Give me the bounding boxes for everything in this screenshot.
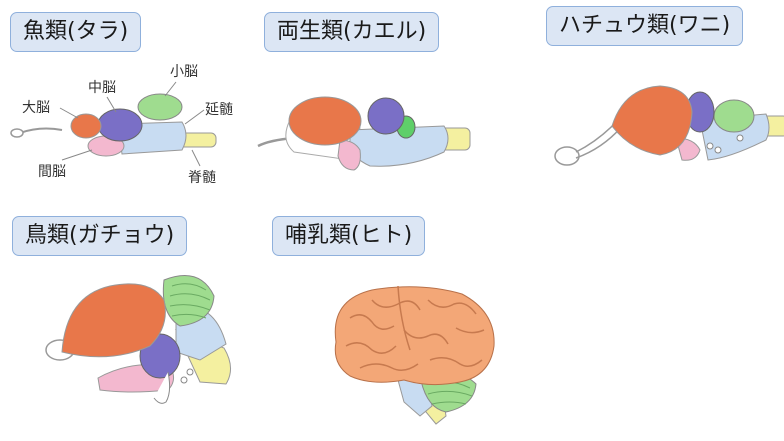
human-cerebrum-sulci <box>345 285 485 371</box>
label-spinal-cord: 脊髄 <box>188 170 216 186</box>
croc-cerebrum <box>611 85 693 156</box>
frog-midbrain <box>367 97 405 135</box>
goose-cerebellum <box>162 275 215 327</box>
amphibian-brain <box>257 96 471 171</box>
panel-title-mammal: 哺乳類(ヒト) <box>272 216 426 256</box>
leader-line-diencephalon <box>61 149 93 161</box>
goose-cerebrum <box>61 283 166 358</box>
label-diencephalon: 間脳 <box>38 164 66 180</box>
reptile-brain <box>554 85 784 166</box>
fish-cerebrum <box>70 113 102 139</box>
label-medulla: 延髄 <box>205 102 233 118</box>
panel-title-bird: 鳥類(ガチョウ) <box>12 216 188 256</box>
leader-line-midbrain <box>106 96 117 113</box>
panel-title-amphibian: 両生類(カエル) <box>264 12 440 52</box>
fish-brain: 大脳 中脳 小脳 延髄 間脳 脊髄 <box>10 64 233 186</box>
goose-cerebellum-folia <box>169 283 211 319</box>
goose-cranial-nerves <box>153 368 194 404</box>
label-cerebellum: 小脳 <box>170 64 198 80</box>
fish-cerebellum <box>137 93 183 121</box>
croc-cranial-nerves <box>706 134 744 154</box>
leader-line-cerebellum <box>164 81 177 97</box>
fish-olfactory-tract <box>19 127 63 134</box>
label-midbrain: 中脳 <box>88 80 116 96</box>
panel-title-reptile: ハチュウ類(ワニ) <box>546 6 744 46</box>
croc-olfactory-bulb <box>554 146 580 166</box>
label-cerebrum: 大脳 <box>22 100 50 116</box>
croc-cerebellum <box>713 99 755 133</box>
leader-line-spinal-cord <box>191 149 201 167</box>
mammal-brain <box>334 285 495 425</box>
frog-diencephalon <box>337 139 361 171</box>
human-cerebrum <box>334 286 495 386</box>
fish-midbrain <box>97 108 143 142</box>
frog-cerebrum <box>288 96 362 146</box>
fish-olfactory-bulb <box>10 128 24 138</box>
leader-line-medulla <box>184 109 205 125</box>
bird-brain <box>45 275 231 404</box>
leader-line-cerebrum <box>59 107 79 119</box>
panel-title-fish: 魚類(タラ) <box>10 12 142 52</box>
